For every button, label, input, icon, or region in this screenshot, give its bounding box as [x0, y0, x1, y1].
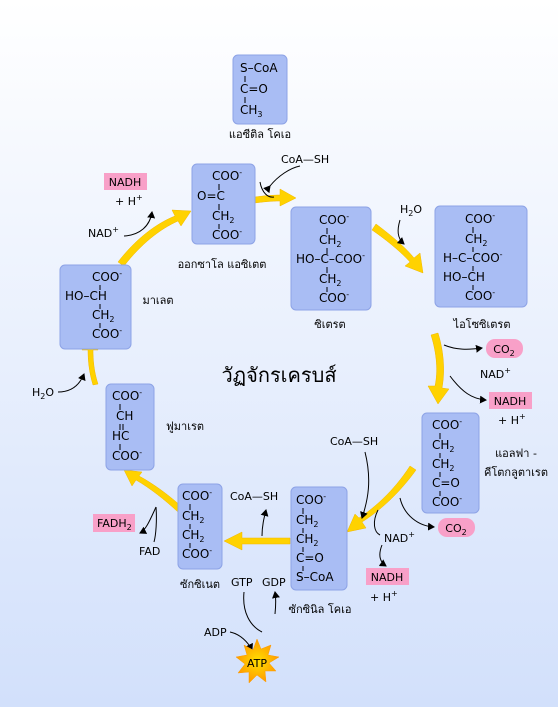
svg-text:COO-: COO-	[92, 269, 122, 284]
svg-text:HO–CH: HO–CH	[443, 270, 485, 284]
molecule-isocitrate: COO- CH2 H–C–COO- HO–CH COO-	[434, 205, 528, 308]
label-oxaloacetate: ออกซาโล แอซิเตต	[178, 257, 267, 271]
svg-text:COO-: COO-	[296, 492, 326, 507]
svg-text:CH2: CH2	[182, 528, 205, 544]
svg-text:HC: HC	[112, 429, 129, 443]
label-isocitrate: ไอโซซิเตรต	[453, 317, 511, 331]
molecule-alpha-ketoglutarate: COO- CH2 CH2 C=O COO-	[421, 412, 480, 514]
coash-top: CoA—SH	[281, 153, 329, 166]
label-acetyl-coa: แอซีติล โคเอ	[229, 127, 291, 141]
svg-text:COO-: COO-	[465, 211, 495, 226]
svg-text:COO-: COO-	[92, 326, 122, 341]
label-alpha-kg-1: แอลฟา -	[495, 447, 537, 460]
svg-text:CH3: CH3	[240, 103, 263, 119]
svg-text:COO-: COO-	[182, 488, 212, 503]
coash-mid: CoA—SH	[330, 435, 378, 448]
svg-text:CH2: CH2	[465, 232, 488, 248]
svg-text:HO–C–COO-: HO–C–COO-	[296, 251, 365, 266]
svg-text:CH2: CH2	[319, 233, 342, 249]
svg-text:CH2: CH2	[92, 308, 115, 324]
svg-text:CH: CH	[116, 409, 133, 423]
molecule-oxaloacetate: COO- O=C CH2 COO-	[191, 163, 256, 245]
fadh2-badge	[93, 514, 135, 532]
co2-2: CO2	[445, 522, 466, 537]
fadh2: FADH2	[97, 517, 132, 532]
svg-text:COO-: COO-	[465, 288, 495, 303]
svg-text:COO-: COO-	[319, 212, 349, 227]
arrow-citrate-to-isocitrate	[371, 223, 424, 274]
svg-text:CH2: CH2	[432, 457, 455, 473]
gtp: GTP	[231, 576, 253, 589]
svg-text:CH2: CH2	[212, 209, 235, 225]
cycle-arrows	[81, 188, 450, 551]
nadh-3: NADH	[109, 176, 142, 189]
diagram-title: วัฏจักรเครบส์	[221, 363, 336, 387]
coash-top-arrow	[259, 181, 275, 198]
molecule-citrate: COO- CH2 HO–C–COO- CH2 COO-	[290, 206, 372, 311]
co2-1: CO2	[493, 343, 514, 358]
adp: ADP	[204, 626, 227, 639]
nad-1: NAD+	[480, 366, 511, 381]
label-succinate: ซักซิเนต	[180, 578, 220, 591]
svg-text:COO-: COO-	[319, 290, 349, 305]
svg-text:COO-: COO-	[432, 494, 462, 509]
arrow-malate-to-oxaloacetate	[117, 209, 192, 267]
svg-text:COO-: COO-	[212, 168, 242, 183]
svg-text:COO-: COO-	[182, 546, 212, 561]
nadh-2: NADH	[371, 571, 404, 584]
svg-text:COO-: COO-	[212, 227, 242, 242]
coash-bottom: CoA—SH	[230, 490, 278, 503]
label-malate: มาเลต	[142, 294, 173, 307]
label-citrate: ซิเตรต	[314, 318, 345, 331]
nadh-1-badge	[489, 392, 532, 409]
co2-1-badge	[486, 339, 523, 358]
molecule-succinyl-coa: COO- CH2 CH2 C=O S–CoA	[290, 486, 348, 591]
molecule-fumarate: COO- CH HC COO-	[105, 383, 155, 471]
svg-text:CH2: CH2	[319, 272, 342, 288]
svg-text:COO-: COO-	[112, 388, 142, 403]
nadh-3-badge	[104, 173, 147, 190]
h2o-top: H2O	[400, 203, 422, 218]
svg-text:C=O: C=O	[240, 82, 268, 96]
svg-text:O=C: O=C	[197, 189, 225, 203]
nadh-2-badge	[366, 568, 409, 585]
svg-text:CH2: CH2	[432, 438, 455, 454]
svg-text:COO-: COO-	[432, 417, 462, 432]
molecule-succinate: COO- CH2 CH2 COO-	[177, 483, 223, 570]
molecule-acetyl-coa: S–CoA C=O CH3	[232, 54, 288, 125]
svg-text:COO-: COO-	[112, 448, 142, 463]
arrow-succinylcoa-to-succinate	[223, 531, 291, 551]
nadh-1: NADH	[494, 395, 527, 408]
fad: FAD	[139, 545, 160, 558]
svg-text:S–CoA: S–CoA	[240, 61, 278, 75]
hplus-2: + H+	[370, 589, 398, 604]
h2o-left: H2O	[32, 386, 54, 401]
svg-text:H–C–COO-: H–C–COO-	[443, 250, 503, 265]
hplus-1: + H+	[498, 412, 526, 427]
label-fumarate: ฟูมาเรต	[166, 420, 204, 433]
svg-text:CH2: CH2	[296, 513, 319, 529]
label-succinyl-coa: ซักซินิล โคเอ	[289, 602, 352, 616]
svg-text:HO–CH: HO–CH	[65, 289, 107, 303]
molecule-malate: COO- HO–CH CH2 COO-	[59, 264, 132, 350]
nad-3: NAD+	[88, 225, 119, 240]
arrow-isocitrate-to-alphakg	[427, 332, 450, 405]
svg-text:C=O: C=O	[432, 476, 460, 490]
gdp: GDP	[262, 576, 286, 589]
hplus-3: + H+	[115, 193, 143, 208]
co2-2-badge	[438, 518, 475, 537]
svg-text:S–CoA: S–CoA	[296, 570, 334, 584]
nad-2: NAD+	[384, 530, 415, 545]
svg-text:CH2: CH2	[182, 509, 205, 525]
svg-text:C=O: C=O	[296, 551, 324, 565]
arrow-oxaloacetate-to-citrate	[254, 188, 297, 207]
atp-starburst	[235, 638, 280, 684]
atp: ATP	[247, 657, 267, 670]
svg-text:CH2: CH2	[296, 532, 319, 548]
arrow-succinate-to-fumarate	[123, 469, 184, 513]
label-alpha-kg-2: คีโตกลูตาเรต	[484, 465, 548, 479]
